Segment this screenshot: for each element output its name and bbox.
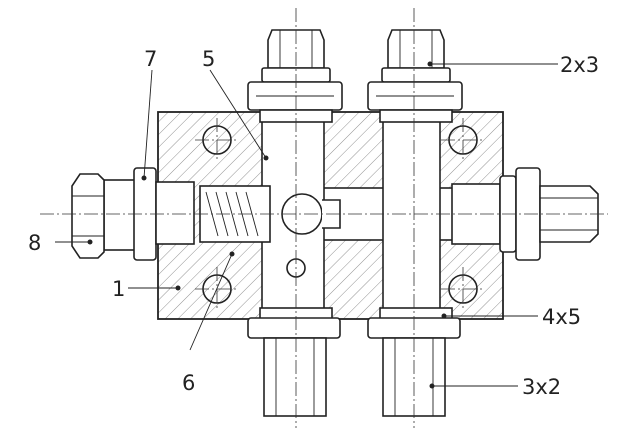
bottom-fitting-left [247,307,341,417]
callout-7: 7 [144,47,157,71]
callout-1: 1 [112,277,125,301]
callout-4x5: 4x5 [542,305,581,329]
top-fitting-right [367,29,463,123]
callout-5: 5 [202,47,215,71]
callout-8: 8 [28,231,41,255]
callout-labels: 7 5 8 1 6 2x3 4x5 3x2 [28,47,599,399]
top-fitting-left [247,29,343,123]
leader-lines [55,61,558,389]
callout-2x3: 2x3 [560,53,599,77]
callout-3x2: 3x2 [522,375,561,399]
callout-6: 6 [182,371,195,395]
bottom-fitting-right [367,307,461,417]
left-plug [71,167,195,261]
